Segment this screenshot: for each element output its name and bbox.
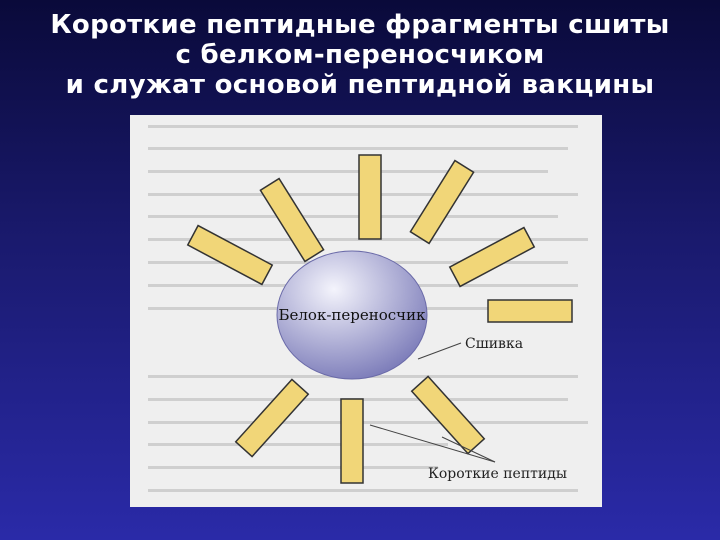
peptide-bar-far-right-rect — [487, 299, 573, 323]
peptide-bar-upper-right — [409, 159, 475, 245]
peptide-bar-top — [358, 154, 382, 240]
crosslink-label: Сшивка — [465, 336, 523, 352]
peptide-bar-lower-right-rect — [410, 375, 486, 455]
peptide-bar-bottom — [340, 398, 364, 484]
peptide-bar-upper-left — [259, 177, 325, 263]
peptides-leader-line-2 — [441, 436, 496, 463]
short-peptides-label: Короткие пептиды — [428, 466, 567, 482]
crosslink-callout: Сшивка — [417, 336, 523, 360]
peptide-bar-far-right — [487, 299, 573, 323]
peptide-bar-top-rect — [358, 154, 382, 240]
peptide-bar-lower-left — [234, 378, 310, 458]
carrier-protein-label: Белок-переносчик — [279, 306, 427, 324]
peptide-bar-right-rect — [448, 226, 536, 288]
peptide-bar-upper-left-rect — [259, 177, 325, 263]
peptides-callout: Короткие пептиды — [369, 424, 567, 482]
peptide-bar-right — [448, 226, 536, 288]
peptide-bar-lower-right — [410, 375, 486, 455]
peptide-bar-lower-left-rect — [234, 378, 310, 458]
peptide-bar-upper-right-rect — [409, 159, 475, 245]
peptides-leader-line-1 — [369, 424, 496, 463]
diagram-figure: Белок-переносчик Сшивка Короткие пептиды — [148, 125, 588, 492]
slide-title: Короткие пептидные фрагменты сшиты с бел… — [20, 10, 700, 100]
diagram-panel: Белок-переносчик Сшивка Короткие пептиды — [130, 115, 602, 507]
peptide-bar-bottom-rect — [340, 398, 364, 484]
title-line-3: и служат основой пептидной вакцины — [65, 70, 655, 100]
title-line-2: с белком-переносчиком — [175, 40, 545, 70]
title-line-1: Короткие пептидные фрагменты сшиты — [50, 10, 670, 40]
peptide-bar-left-rect — [186, 224, 274, 286]
peptide-bars — [186, 154, 573, 484]
crosslink-leader-line — [417, 342, 462, 360]
carrier-protein-sphere — [276, 250, 428, 380]
peptide-bar-left — [186, 224, 274, 286]
